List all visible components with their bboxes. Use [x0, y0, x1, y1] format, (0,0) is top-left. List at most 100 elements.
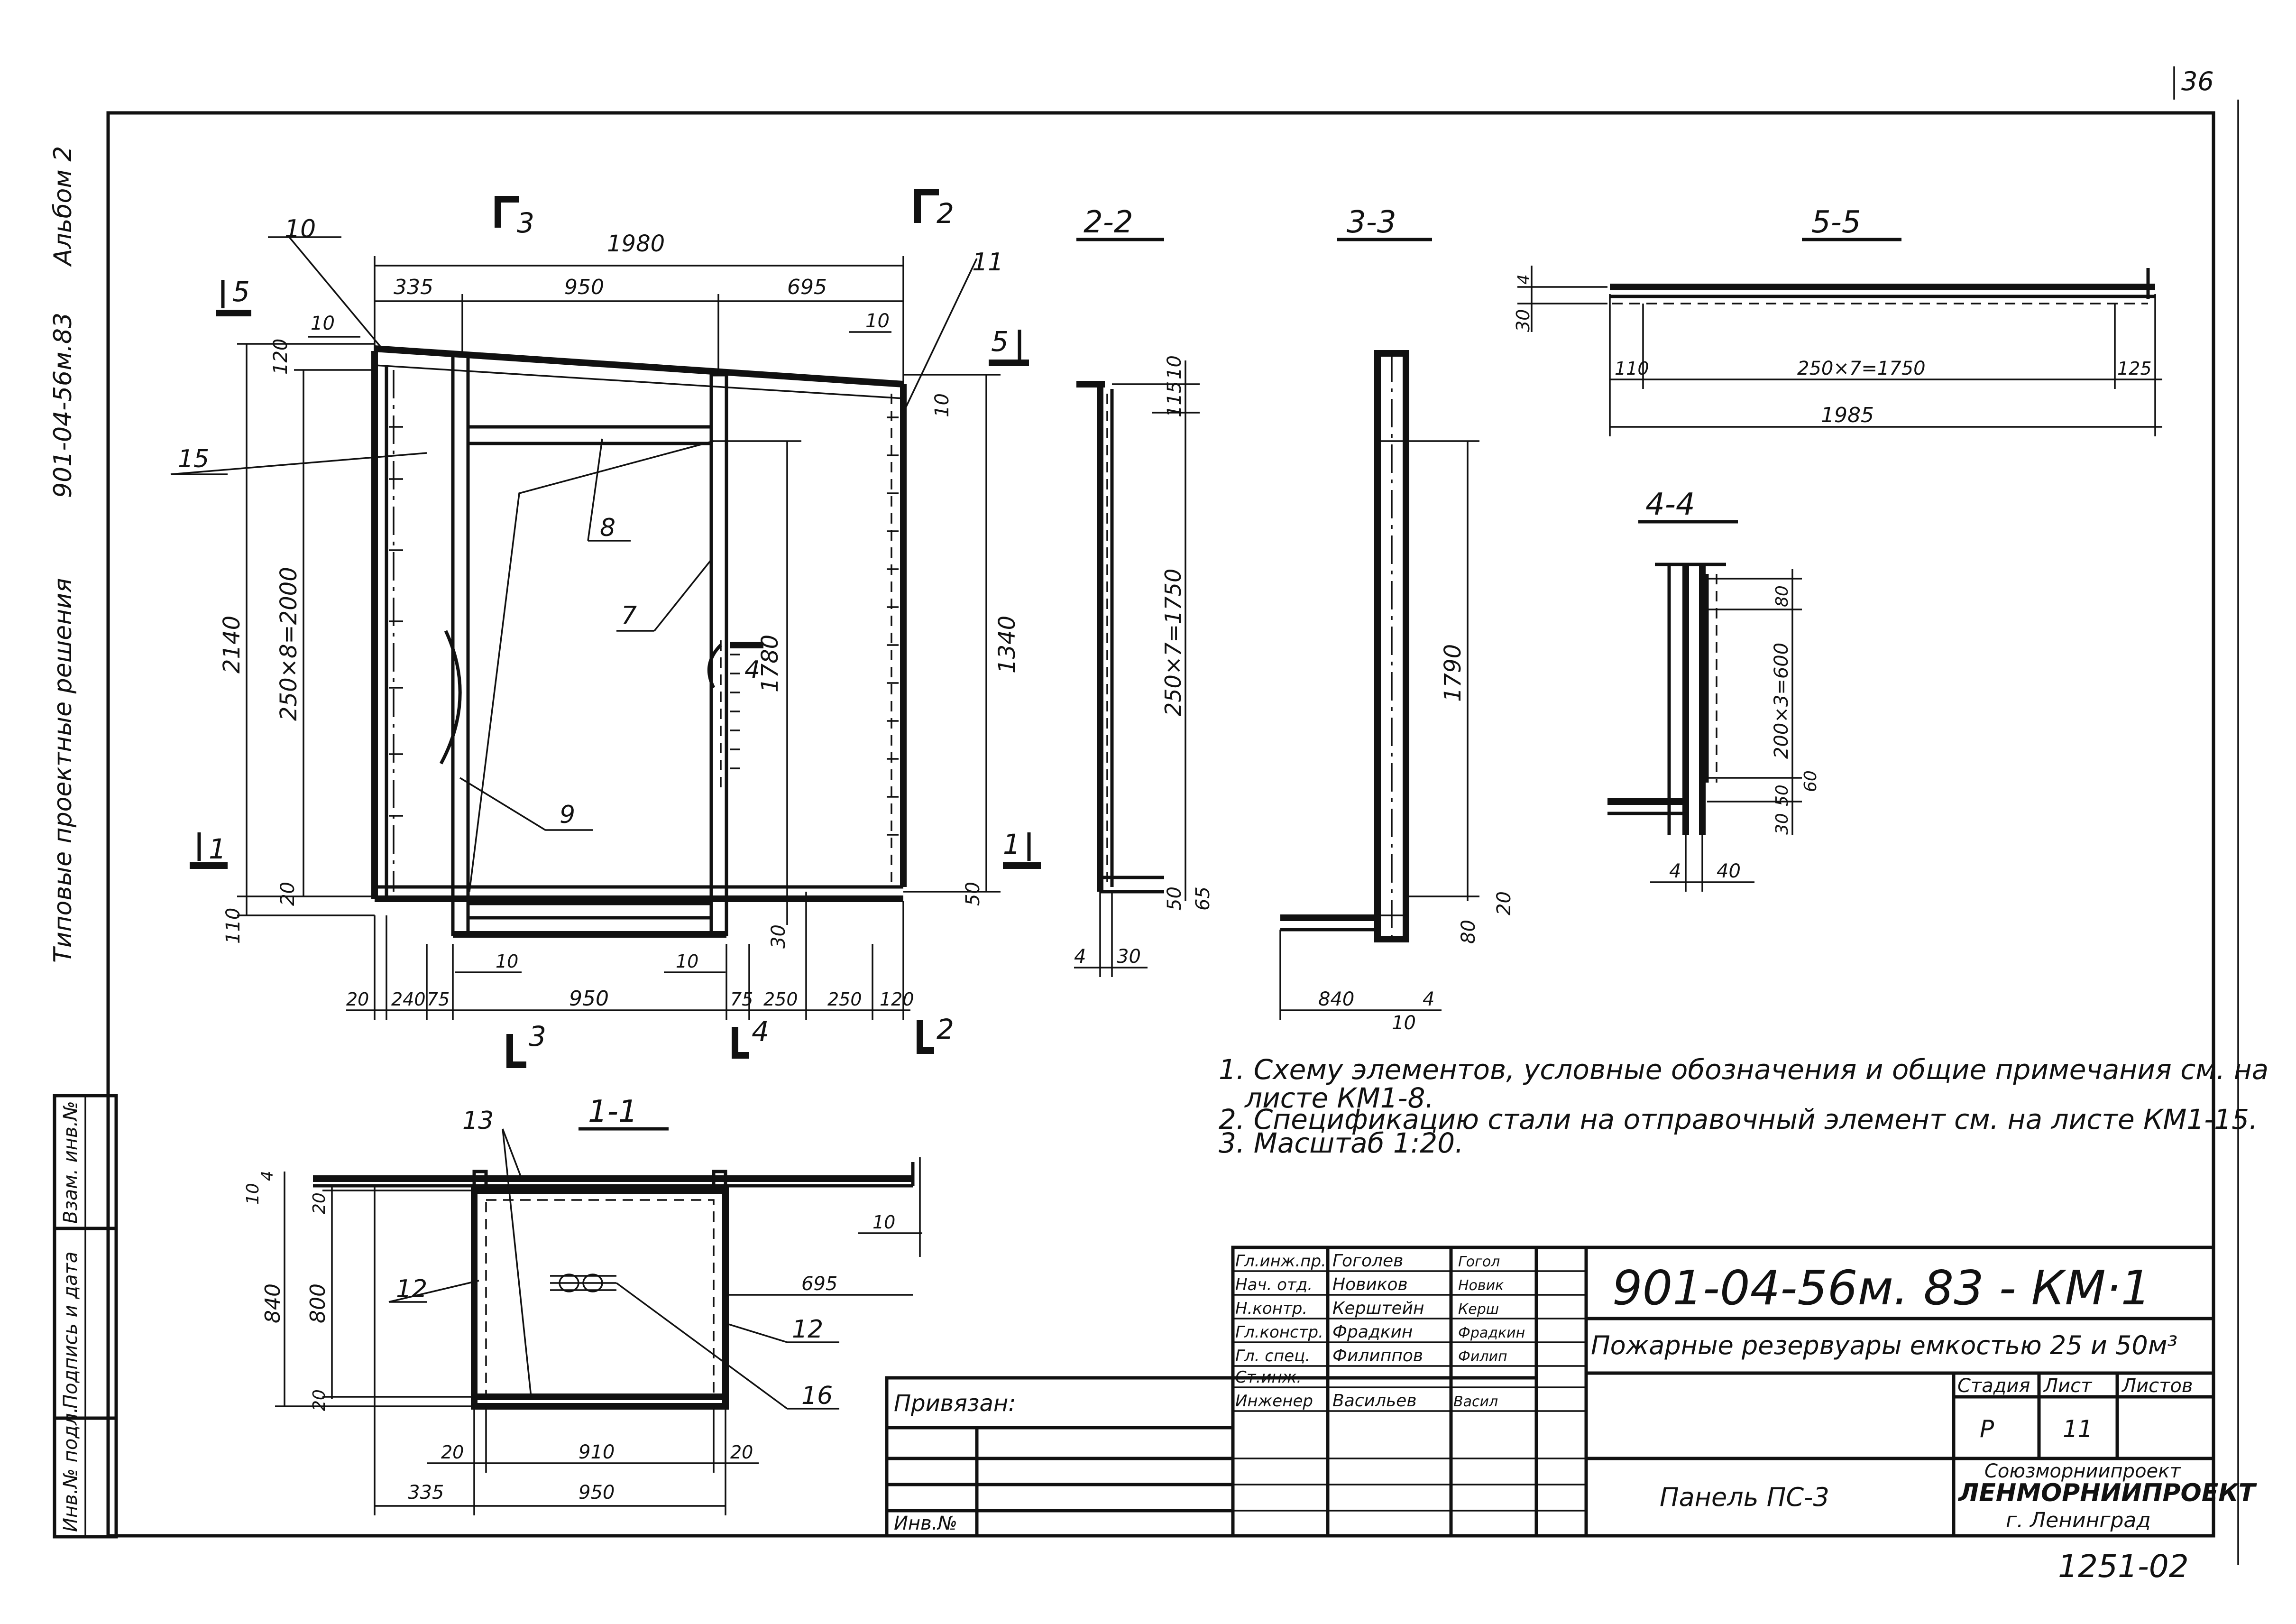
title-block: Привязан: Инв.№ Гл.инж.пр. Гоголев Гогол…: [885, 1246, 2257, 1538]
svg-text:4: 4: [1669, 860, 1681, 882]
svg-text:30: 30: [1513, 309, 1534, 332]
svg-text:Союзморниипроект: Союзморниипроект: [1984, 1460, 2181, 1482]
elevation-view: 10 11 15 8 7 9 1980 335 950 695 10 10: [170, 189, 1041, 1068]
dim-top-total: 1980: [607, 231, 665, 257]
svg-text:50: 50: [1773, 784, 1792, 806]
cut-marker-5-left: 5: [216, 276, 251, 316]
svg-text:12: 12: [792, 1315, 823, 1344]
svg-text:Р: Р: [1980, 1415, 1994, 1443]
diagonal-brace: [468, 440, 714, 892]
svg-text:Гоголев: Гоголев: [1332, 1251, 1403, 1271]
section-2-2-title: 2-2: [1084, 205, 1133, 240]
cut-marker-1-right: 1: [1003, 828, 1041, 869]
dim-bot-d6: 250: [763, 989, 798, 1010]
stamp-podpis: Подпись и дата: [60, 1252, 82, 1409]
dim-left-bot2: 110: [222, 908, 244, 944]
svg-text:60: 60: [1801, 770, 1820, 792]
dim-left-total: 2140: [219, 616, 245, 674]
section-1-1-title: 1-1: [588, 1094, 638, 1129]
left-stiffener: [451, 351, 470, 936]
svg-text:5: 5: [991, 325, 1009, 358]
svg-text:г. Ленинград: г. Ленинград: [2006, 1508, 2151, 1532]
svg-text:910: 910: [579, 1441, 615, 1463]
svg-text:Гогол: Гогол: [1458, 1254, 1500, 1270]
svg-text:1985: 1985: [1821, 403, 1874, 427]
cut-marker-5-right: 5: [989, 325, 1029, 366]
svg-text:10: 10: [872, 1212, 895, 1233]
pos-11: 11: [972, 248, 1003, 277]
svg-text:ЛЕНМОРНИИПРОЕКТ: ЛЕНМОРНИИПРОЕКТ: [1957, 1479, 2257, 1507]
svg-text:335: 335: [408, 1482, 444, 1504]
cut-marker-2-bottom: 2: [917, 1013, 954, 1054]
cut-marker-4-inner: 4: [730, 642, 763, 684]
svg-text:16: 16: [801, 1382, 833, 1410]
svg-text:Стадия: Стадия: [1957, 1375, 2030, 1397]
margin-album: Альбом 2: [49, 146, 77, 267]
svg-text:250×7=1750: 250×7=1750: [1160, 569, 1186, 716]
svg-text:4: 4: [258, 1171, 277, 1181]
dim-bot-d3: 75: [427, 989, 450, 1010]
svg-text:Филиппов: Филиппов: [1332, 1346, 1423, 1366]
cut-marker-3-bottom: 3: [506, 1020, 546, 1068]
dim-top-t2: 10: [865, 310, 890, 332]
section-4-4: 4-4 80 200×3=600 60 50 30 4 40: [1607, 487, 1820, 892]
pos-7: 7: [621, 601, 637, 630]
dim-left-bot1: 20: [277, 882, 299, 906]
svg-text:Инженер: Инженер: [1235, 1392, 1313, 1411]
dim-bot-d8: 120: [880, 989, 914, 1010]
cut-marker-1-left: 1: [190, 832, 228, 869]
page-number: 36: [2181, 66, 2214, 96]
section-2-2: 2-2 10 115 250×7=1750 50 65 4 30: [1074, 205, 1214, 977]
svg-text:12: 12: [396, 1275, 427, 1303]
dim-bot-d1: 20: [346, 989, 369, 1010]
svg-text:20: 20: [310, 1389, 329, 1411]
cut-marker-2-top: 2: [914, 189, 954, 230]
note-3: 3. Масштаб 1:20.: [1219, 1127, 1464, 1159]
svg-text:Керштейн: Керштейн: [1332, 1299, 1424, 1318]
sheet-name: Панель ПС-3: [1660, 1482, 1829, 1512]
arc-left: [439, 630, 462, 765]
svg-text:250×7=1750: 250×7=1750: [1797, 358, 1926, 379]
svg-text:125: 125: [2117, 358, 2152, 379]
svg-text:1: 1: [209, 833, 226, 865]
svg-text:2: 2: [937, 1013, 954, 1045]
notes: 1. Схему элементов, условные обозначения…: [1219, 1053, 2268, 1159]
stamp-inv-podl: Инв.№ подл.: [60, 1407, 82, 1532]
dim-bot-d5: 75: [730, 989, 753, 1010]
note-1b: листе КМ1-8.: [1244, 1082, 1434, 1114]
pos-8: 8: [600, 514, 615, 542]
section-5-5: 5-5 30 4 110 250×7=1750 125 1985: [1513, 205, 2162, 436]
svg-text:950: 950: [579, 1482, 615, 1504]
svg-text:Гл.инж.пр.: Гл.инж.пр.: [1235, 1252, 1326, 1271]
svg-text:Филип: Филип: [1458, 1348, 1507, 1365]
svg-text:840: 840: [1318, 988, 1354, 1010]
svg-text:200×3=600: 200×3=600: [1771, 643, 1792, 759]
dim-right-height: 1340: [994, 616, 1020, 674]
svg-text:2: 2: [937, 197, 954, 230]
dim-top-t1: 10: [311, 313, 335, 334]
svg-text:10: 10: [1164, 355, 1185, 379]
svg-text:800: 800: [306, 1283, 330, 1323]
cut-marker-4-bottom: 4: [732, 1015, 769, 1059]
opening-bottom-bar: [466, 902, 713, 920]
svg-text:4: 4: [1074, 946, 1086, 968]
svg-text:1790: 1790: [1440, 644, 1466, 702]
dim-bot-d2: 240: [391, 989, 426, 1010]
svg-text:20: 20: [310, 1192, 329, 1214]
svg-text:30: 30: [1773, 813, 1792, 835]
svg-text:4: 4: [752, 1015, 769, 1048]
pos-15: 15: [178, 445, 209, 473]
svg-text:Гл.констр.: Гл.констр.: [1235, 1323, 1323, 1342]
margin-series: Типовые проектные решения: [49, 578, 77, 963]
svg-text:30: 30: [1117, 946, 1141, 968]
section-4-4-title: 4-4: [1645, 487, 1695, 522]
dim-top-a: 335: [394, 275, 433, 299]
svg-text:Новик: Новик: [1458, 1277, 1504, 1294]
svg-text:115: 115: [1164, 381, 1185, 417]
svg-text:20: 20: [441, 1442, 464, 1463]
dim-left-top: 120: [270, 339, 292, 375]
svg-text:4: 4: [1423, 988, 1434, 1010]
section-3-3: 3-3 1790 20 80 840 10 4: [1279, 205, 1515, 1034]
arc-right: [707, 644, 722, 689]
section-1-1: 1-1 13 12 12 16: [243, 1094, 922, 1515]
